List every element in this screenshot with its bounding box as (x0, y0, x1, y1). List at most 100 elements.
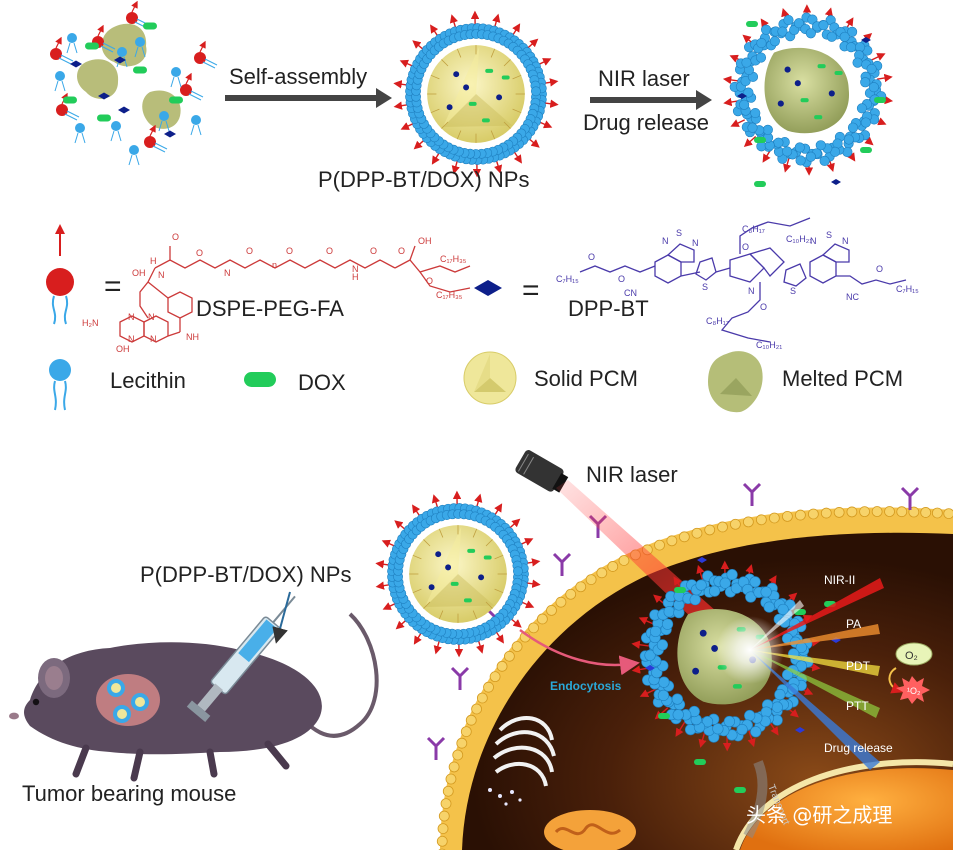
svg-text:N: N (692, 238, 699, 248)
svg-text:C₁₀H₂₁: C₁₀H₂₁ (786, 234, 812, 244)
lecithin (117, 47, 127, 57)
oxygen-badges: O₂ ¹O₂ (888, 642, 933, 704)
pa-label: PA (846, 617, 861, 631)
lipid-tail (485, 601, 493, 609)
lecithin-sphere (708, 585, 721, 597)
lecithin-sphere (815, 140, 826, 151)
nps-label-bottom: P(DPP-BT/DOX) NPs (140, 562, 351, 587)
nir-laser-label-bottom: NIR laser (586, 462, 678, 487)
svg-text:O: O (370, 246, 377, 256)
svg-text:C₈H₁₇: C₈H₁₇ (706, 316, 729, 326)
golgi-vesicles (488, 788, 522, 806)
svg-text:N: N (158, 270, 165, 280)
lecithin-sphere (658, 676, 670, 688)
lecithin-sphere (805, 28, 816, 39)
lecithin-sphere (671, 693, 683, 705)
membrane-bead (943, 508, 953, 520)
fa-receptor (426, 736, 446, 760)
lecithin-sphere (856, 103, 868, 114)
drug-release-label-top: Drug release (583, 110, 709, 135)
endocytosis-arrow (519, 628, 640, 676)
svg-text:O: O (398, 246, 405, 256)
lecithin-sphere (750, 107, 761, 119)
membrane-bead (820, 507, 832, 519)
golgi-apparatus (492, 715, 556, 787)
membrane-bead (437, 823, 449, 835)
lecithin-sphere (777, 603, 789, 616)
membrane-bead (807, 508, 819, 520)
lipid-tail (423, 601, 431, 609)
released-dpp-bt (697, 557, 707, 563)
svg-text:S: S (676, 228, 682, 238)
lecithin-sphere (783, 15, 794, 26)
np-solid-top (393, 10, 559, 178)
solid-pcm-icon (463, 351, 517, 405)
dox-capsule (463, 598, 472, 603)
membrane-bead (846, 506, 858, 518)
dox (143, 22, 157, 30)
released-dpp-bt (831, 179, 841, 185)
released-dox (694, 759, 706, 765)
lecithin-sphere (656, 639, 669, 651)
lipid-tail (494, 554, 504, 560)
nps-pointer (272, 591, 291, 644)
svg-text:C₇H₁₅: C₇H₁₅ (556, 274, 579, 284)
membrane-bead (465, 714, 477, 726)
lecithin-sphere (868, 82, 879, 93)
components-cluster (50, 0, 218, 166)
singlet-o2-label: ¹O₂ (907, 686, 921, 696)
lecithin-sphere (818, 20, 829, 31)
dox (169, 96, 183, 104)
lecithin-sphere (774, 688, 786, 701)
dpp-bt-dot (784, 66, 791, 73)
lecithin-sphere (726, 569, 738, 581)
membrane-bead (496, 660, 508, 672)
svg-text:O: O (172, 232, 179, 242)
ligand (783, 157, 792, 173)
fa-ligand (97, 24, 104, 37)
svg-text:NC: NC (846, 292, 859, 302)
lecithin-sphere (663, 606, 675, 618)
lecithin-tail (54, 80, 66, 92)
lipid-tail (64, 110, 80, 121)
svg-text:OH: OH (132, 268, 146, 278)
dox-capsule (483, 555, 492, 560)
np-solid-bottom (375, 490, 541, 658)
dox-capsule (501, 75, 510, 80)
lecithin-sphere (860, 117, 871, 128)
dox-capsule (481, 118, 490, 123)
lecithin (191, 115, 201, 125)
svg-text:O: O (618, 274, 625, 284)
equals-sign-2: = (522, 274, 540, 307)
membrane-bead (755, 514, 767, 526)
lecithin-tail (158, 120, 170, 132)
membrane-bead (456, 737, 468, 749)
lecithin-tail (190, 124, 202, 136)
mitochondrion (544, 810, 636, 850)
svg-text:OH: OH (116, 344, 130, 354)
membrane-bead (781, 510, 793, 522)
dpp-bt-dot (699, 629, 707, 637)
svg-text:H₂N: H₂N (82, 318, 99, 328)
svg-text:N: N (352, 264, 359, 274)
lecithin-sphere (649, 625, 662, 638)
svg-text:N: N (224, 268, 231, 278)
membrane-bead (730, 518, 741, 530)
lecithin-sphere (513, 566, 523, 577)
tumor-np-core (117, 709, 127, 719)
dpp-structure (579, 217, 907, 343)
svg-text:OH: OH (418, 236, 432, 246)
equals-sign-1: = (104, 270, 122, 303)
syringe (186, 595, 296, 723)
membrane-bead (691, 527, 703, 539)
svg-text:O: O (876, 264, 883, 274)
lecithin-sphere (793, 18, 804, 29)
membrane-bead (717, 521, 728, 533)
released-dox (674, 587, 686, 593)
dpp-bt (70, 60, 82, 68)
svg-text:S: S (702, 282, 708, 292)
lecithin-sphere (777, 26, 788, 37)
membrane-bead (536, 613, 548, 625)
fa-ligand (185, 72, 192, 85)
